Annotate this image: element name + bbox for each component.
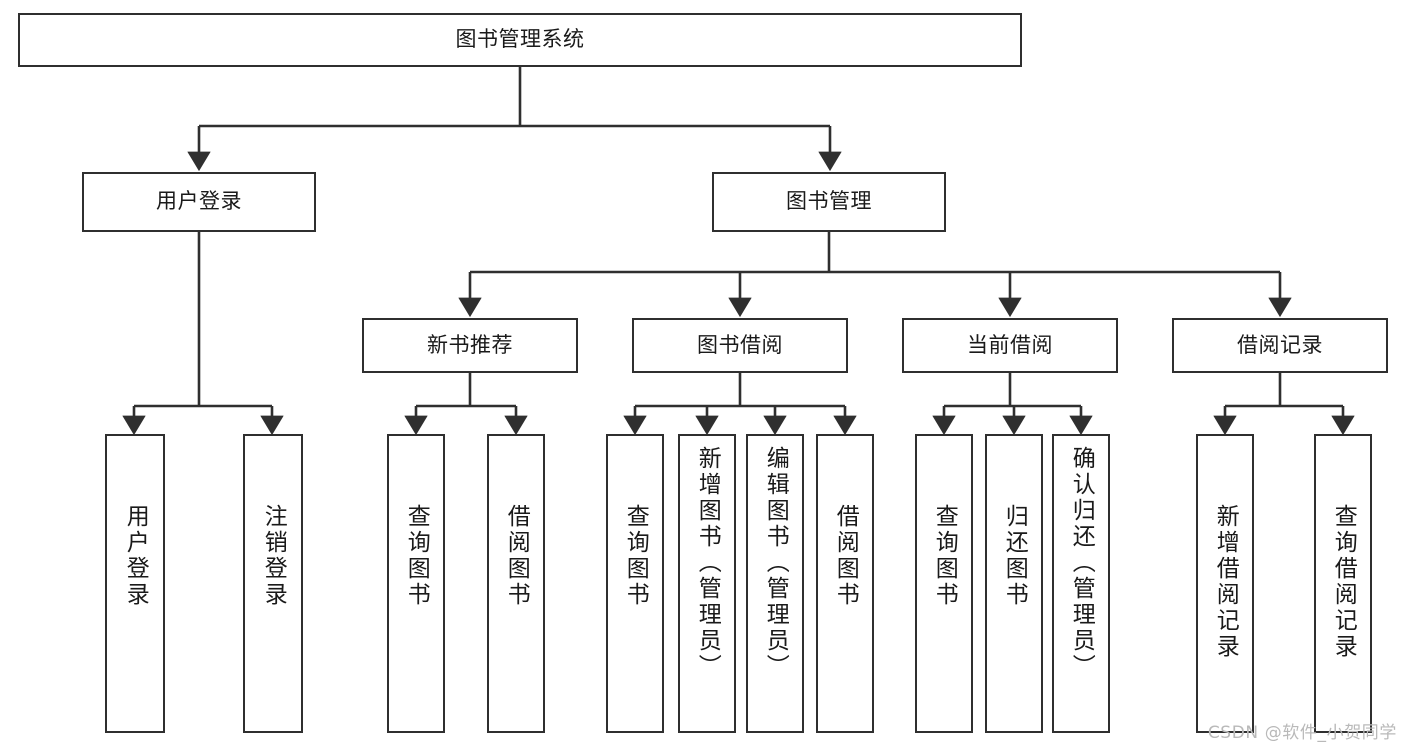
node-leaf-logout-label: 注销登录 [260,504,287,608]
node-leaf-borrow-book-2[interactable]: 借阅图书 [816,434,874,733]
node-borrow-record[interactable]: 借阅记录 [1172,318,1388,373]
node-leaf-query-book-2[interactable]: 查询图书 [606,434,664,733]
node-book-borrow[interactable]: 图书借阅 [632,318,848,373]
node-leaf-query-book-2-label: 查询图书 [622,504,649,608]
node-leaf-logout[interactable]: 注销登录 [243,434,303,733]
node-leaf-confirm-return[interactable]: 确认归还（管理员） [1052,434,1110,733]
node-book-borrow-label: 图书借阅 [697,332,783,357]
node-leaf-user-login-label: 用户登录 [122,504,149,608]
node-leaf-user-login[interactable]: 用户登录 [105,434,165,733]
node-leaf-query-book-3[interactable]: 查询图书 [915,434,973,733]
node-leaf-add-book-label: 新增图书（管理员） [694,446,721,680]
node-leaf-borrow-book-1[interactable]: 借阅图书 [487,434,545,733]
node-leaf-borrow-book-1-label: 借阅图书 [503,504,530,608]
node-leaf-confirm-return-label: 确认归还（管理员） [1068,446,1095,680]
node-current-borrow[interactable]: 当前借阅 [902,318,1118,373]
node-leaf-return-book-label: 归还图书 [1001,504,1028,608]
node-leaf-edit-book-label: 编辑图书（管理员） [762,446,789,680]
node-leaf-query-book-1-label: 查询图书 [403,504,430,608]
node-leaf-query-record[interactable]: 查询借阅记录 [1314,434,1372,733]
node-leaf-query-book-1[interactable]: 查询图书 [387,434,445,733]
node-root-label: 图书管理系统 [455,27,585,52]
node-new-book-recommend-label: 新书推荐 [427,332,513,357]
node-root[interactable]: 图书管理系统 [18,13,1022,67]
node-leaf-add-record[interactable]: 新增借阅记录 [1196,434,1254,733]
node-leaf-add-book[interactable]: 新增图书（管理员） [678,434,736,733]
node-leaf-return-book[interactable]: 归还图书 [985,434,1043,733]
node-leaf-query-book-3-label: 查询图书 [931,504,958,608]
node-leaf-add-record-label: 新增借阅记录 [1212,504,1239,660]
node-current-borrow-label: 当前借阅 [967,332,1053,357]
node-book-management-label: 图书管理 [786,189,872,214]
watermark-text: CSDN @软件_小贺同学 [1207,723,1397,743]
node-user-login-label: 用户登录 [156,189,242,214]
node-book-management[interactable]: 图书管理 [712,172,946,232]
node-leaf-edit-book[interactable]: 编辑图书（管理员） [746,434,804,733]
node-new-book-recommend[interactable]: 新书推荐 [362,318,578,373]
node-user-login[interactable]: 用户登录 [82,172,316,232]
node-leaf-borrow-book-2-label: 借阅图书 [832,504,859,608]
node-leaf-query-record-label: 查询借阅记录 [1330,504,1357,660]
node-borrow-record-label: 借阅记录 [1237,332,1323,357]
